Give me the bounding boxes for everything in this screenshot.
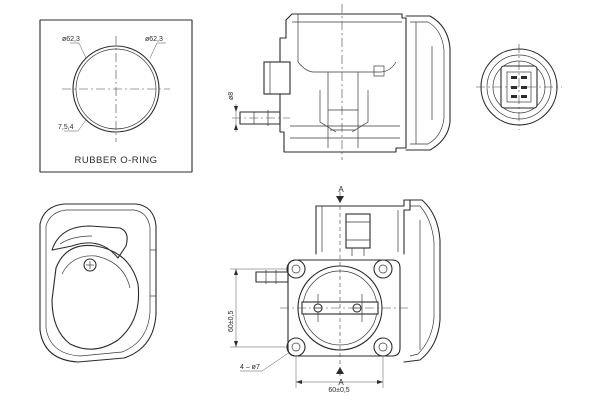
connector-end-view xyxy=(476,44,562,130)
front-view-ear-br xyxy=(373,337,393,357)
front-view: A A 60±0,5 60±0,5 4 – ø7 xyxy=(228,185,441,394)
side-view: ø8 xyxy=(228,4,451,160)
oring-detail: ø62,3 ø62,3 7,5,4 RUBBER O-RING xyxy=(39,19,193,173)
side-view-connector xyxy=(263,61,291,95)
side-view-housing xyxy=(405,15,451,151)
side-view-dim-pipe: ø8 xyxy=(228,92,235,100)
oring-dim-left: ø62,3 xyxy=(62,36,80,43)
front-view-ear-tr xyxy=(373,259,393,279)
oring-detail-frame xyxy=(39,19,193,173)
front-view-hole-tr xyxy=(378,264,388,274)
side-view-body xyxy=(279,13,407,153)
section-arrow-bottom xyxy=(336,367,344,374)
side-view-pipe xyxy=(239,111,281,125)
dim-holes-leader xyxy=(240,351,291,372)
front-view-ear-tl xyxy=(286,259,306,279)
section-view-shaft xyxy=(83,258,97,272)
oring-caption: RUBBER O-RING xyxy=(74,155,157,166)
oring-leader-left xyxy=(70,42,87,59)
section-view-upper-lobe xyxy=(51,225,128,259)
front-view-connector xyxy=(345,213,371,249)
section-label-top: A xyxy=(338,185,344,194)
front-view-ear-bl xyxy=(286,337,306,357)
section-view-throttle-plate xyxy=(51,244,140,350)
front-view-hole-tl xyxy=(291,264,301,274)
front-view-hole-bl xyxy=(291,342,301,352)
front-view-hole-br xyxy=(378,342,388,352)
front-view-dim-holes: 4 – ø7 xyxy=(240,364,260,371)
oring-leader-bottom xyxy=(64,119,87,132)
oring-leader-right xyxy=(149,42,166,59)
oring-dim-right: ø62,3 xyxy=(145,36,163,43)
section-view-outline xyxy=(39,203,157,363)
front-view-dim-vertical: 60±0,5 xyxy=(228,311,235,332)
section-view xyxy=(39,203,157,363)
front-view-dim-horizontal: 60±0,5 xyxy=(328,387,349,394)
oring-dim-bottom: 7,5,4 xyxy=(58,124,74,131)
front-view-housing xyxy=(403,199,441,363)
front-view-pipe xyxy=(255,271,289,283)
section-label-bottom: A xyxy=(338,378,344,387)
section-arrow-top xyxy=(336,196,344,203)
